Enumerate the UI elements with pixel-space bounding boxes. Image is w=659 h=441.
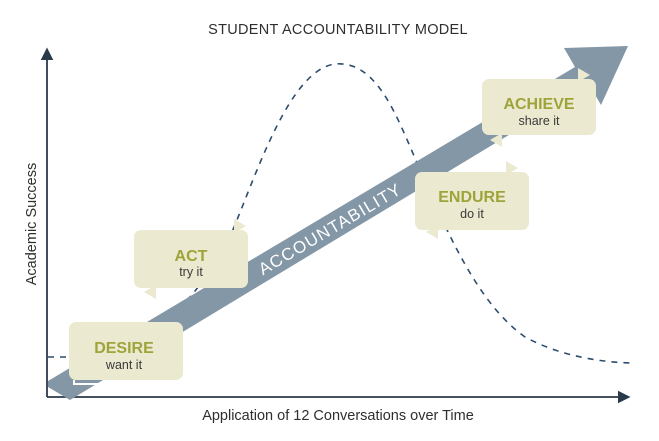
- stage-title: ENDURE: [438, 189, 506, 206]
- stage-title: ACHIEVE: [503, 96, 574, 113]
- stage-box: [482, 79, 596, 135]
- loop-arrow-icon: [506, 161, 518, 175]
- stage-title: DESIRE: [94, 340, 154, 357]
- stage-box: [69, 322, 183, 380]
- stage-subtitle: try it: [179, 265, 203, 279]
- loop-arrow-icon: [144, 285, 156, 299]
- stage-subtitle: want it: [105, 358, 143, 372]
- loop-arrow-icon: [73, 380, 183, 385]
- stage-act: ACT try it: [134, 219, 248, 299]
- stage-title: ACT: [175, 248, 208, 265]
- loop-arrow-icon: [578, 68, 590, 82]
- loop-arrow-icon: [426, 225, 438, 239]
- y-axis-label: Academic Success: [24, 163, 40, 286]
- loop-arrow-icon: [234, 219, 246, 233]
- accountability-arrow-label: ACCOUNTABILITY: [255, 180, 405, 279]
- stage-box: [134, 230, 248, 288]
- diagram-title: STUDENT ACCOUNTABILITY MODEL: [208, 22, 468, 38]
- stage-subtitle: share it: [519, 114, 561, 128]
- stage-achieve: ACHIEVE share it: [482, 68, 596, 147]
- x-axis-label: Application of 12 Conversations over Tim…: [202, 408, 474, 424]
- stage-subtitle: do it: [460, 207, 484, 221]
- accountability-arrow: [48, 46, 628, 400]
- stage-endure: ENDURE do it: [415, 161, 529, 239]
- loop-arrow-icon: [490, 133, 502, 147]
- stage-box: [415, 172, 529, 230]
- stage-desire: DESIRE want it: [69, 322, 183, 385]
